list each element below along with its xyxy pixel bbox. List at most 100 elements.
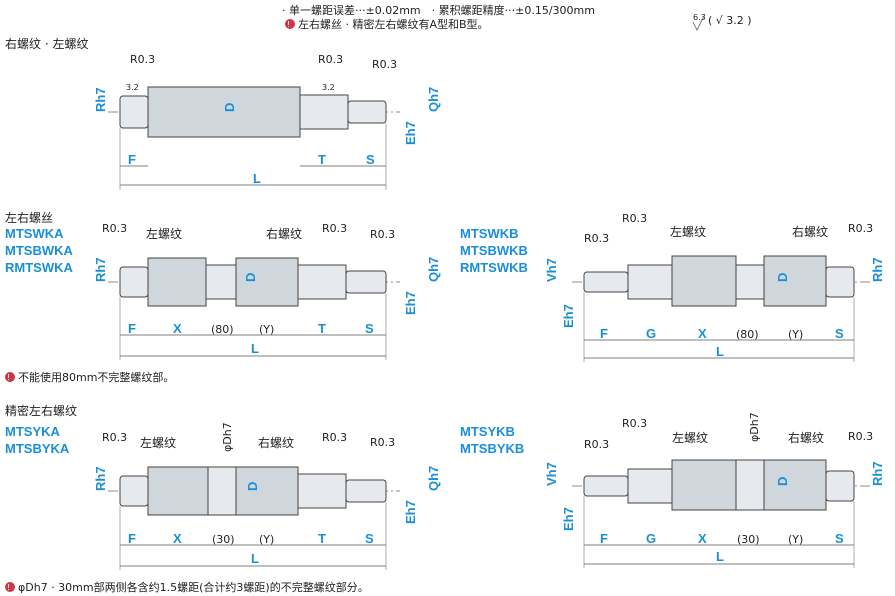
s3-label-Eh7: Eh7 bbox=[561, 304, 576, 328]
extension-lines bbox=[119, 123, 855, 570]
roughness-paren: ( √ 3.2 ) bbox=[708, 14, 752, 27]
s2-note-icon: ! bbox=[5, 372, 15, 382]
s4-r03-2: R0.3 bbox=[322, 431, 347, 444]
s2-dim-S: S bbox=[365, 321, 374, 336]
s3-dim-G: G bbox=[646, 326, 656, 341]
s5-r03-3: R0.3 bbox=[848, 430, 873, 443]
s5-dim-F: F bbox=[600, 531, 608, 546]
s3-label-Rh7: Rh7 bbox=[870, 257, 885, 282]
s5-label-D: D bbox=[775, 477, 790, 486]
section2-shaft bbox=[108, 257, 400, 307]
s4-dim-Y: (Y) bbox=[259, 533, 274, 546]
s2-r03-1: R0.3 bbox=[102, 222, 127, 235]
section4-shaft bbox=[108, 466, 400, 516]
s3-dim-L: L bbox=[716, 344, 724, 359]
s5-dim-G: G bbox=[646, 531, 656, 546]
s3-dim-F: F bbox=[600, 326, 608, 341]
s5-dim-L: L bbox=[716, 549, 724, 564]
s4-dim-X: X bbox=[173, 531, 182, 546]
s1-r03-mid: R0.3 bbox=[318, 53, 343, 66]
s4-label-Rh7: Rh7 bbox=[93, 466, 108, 491]
s5-dim-Y: (Y) bbox=[788, 533, 803, 546]
svg-text:!: ! bbox=[7, 373, 10, 382]
s5-dim-S: S bbox=[835, 531, 844, 546]
s4-label-D: D bbox=[245, 482, 260, 491]
svg-text:!: ! bbox=[7, 583, 10, 592]
s2-label-Rh7: Rh7 bbox=[93, 257, 108, 282]
section5-shaft bbox=[572, 459, 870, 511]
s5-label-Vh7: Vh7 bbox=[544, 462, 559, 486]
s1-r03-right: R0.3 bbox=[372, 58, 397, 71]
s1-rough-1: 3.2 bbox=[126, 83, 139, 92]
roughness-symbol-icon bbox=[692, 13, 706, 31]
s3-code-3: RMTSWKB bbox=[460, 260, 528, 275]
s4-dim-T: T bbox=[318, 531, 326, 546]
s2-dim-F: F bbox=[128, 321, 136, 336]
s5-right-thread: 右螺纹 bbox=[788, 430, 824, 445]
s3-right-thread: 右螺纹 bbox=[792, 224, 828, 239]
s1-dim-L: L bbox=[253, 171, 261, 186]
s4-label-Eh7: Eh7 bbox=[403, 500, 418, 524]
s4-dim-F: F bbox=[128, 531, 136, 546]
s2-note: 不能使用80mm不完整螺纹部。 bbox=[18, 370, 174, 384]
s4-dim-S: S bbox=[365, 531, 374, 546]
s5-dim-30: (30) bbox=[737, 533, 760, 546]
s5-code-2: MTSBYKB bbox=[460, 441, 524, 456]
s3-label-D: D bbox=[775, 273, 790, 282]
s1-dim-T: T bbox=[318, 152, 326, 167]
s5-left-thread: 左螺纹 bbox=[672, 430, 708, 445]
s2-dim-T: T bbox=[318, 321, 326, 336]
s2-dim-L: L bbox=[251, 341, 259, 356]
s4-right-thread: 右螺纹 bbox=[258, 435, 294, 450]
s1-label-Qh7: Qh7 bbox=[426, 87, 441, 112]
s1-dim-S: S bbox=[366, 152, 375, 167]
s5-r03-2: R0.3 bbox=[584, 438, 609, 451]
s1-label-D: D bbox=[222, 103, 237, 112]
s3-code-2: MTSBWKB bbox=[460, 243, 528, 258]
s2-label-Qh7: Qh7 bbox=[426, 257, 441, 282]
s4-label-phiDh7: φDh7 bbox=[221, 422, 234, 452]
s3-r03-1: R0.3 bbox=[622, 212, 647, 225]
s2-dim-X: X bbox=[173, 321, 182, 336]
s2-dim-80: (80) bbox=[211, 323, 234, 336]
s2-r03-3: R0.3 bbox=[370, 228, 395, 241]
section3-shaft bbox=[572, 255, 870, 307]
s3-r03-3: R0.3 bbox=[848, 222, 873, 235]
s5-label-phiDh7: φDh7 bbox=[748, 412, 761, 442]
s2-dim-Y: (Y) bbox=[259, 323, 274, 336]
section4-title: 精密左右螺纹 bbox=[5, 403, 77, 418]
s2-left-thread: 左螺纹 bbox=[146, 226, 182, 241]
s1-rough-2: 3.2 bbox=[322, 83, 335, 92]
header-tolerance-line: · 单一螺距误差···±0.02mm · 累积螺距精度···±0.15/300m… bbox=[282, 3, 595, 17]
s5-label-Rh7: Rh7 bbox=[870, 461, 885, 486]
s3-dim-80: (80) bbox=[736, 328, 759, 341]
s1-r03-left: R0.3 bbox=[130, 53, 155, 66]
svg-text:!: ! bbox=[287, 20, 290, 29]
header-note: 左右螺丝 · 精密左右螺纹有A型和B型。 bbox=[298, 17, 489, 31]
section1-title: 右螺纹 · 左螺纹 bbox=[5, 36, 88, 51]
s5-code-1: MTSYKB bbox=[460, 424, 515, 439]
s2-code-2: MTSBWKA bbox=[5, 243, 73, 258]
roughness-main: 6.3 bbox=[693, 13, 706, 22]
s4-code-2: MTSBYKA bbox=[5, 441, 70, 456]
s2-r03-2: R0.3 bbox=[322, 222, 347, 235]
s3-code-1: MTSWKB bbox=[460, 226, 519, 241]
s5-dim-X: X bbox=[698, 531, 707, 546]
section2-title: 左右螺丝 bbox=[5, 210, 53, 225]
s3-label-Vh7: Vh7 bbox=[544, 258, 559, 282]
s2-label-Eh7: Eh7 bbox=[403, 291, 418, 315]
s4-r03-3: R0.3 bbox=[370, 436, 395, 449]
s3-left-thread: 左螺纹 bbox=[670, 224, 706, 239]
s3-r03-2: R0.3 bbox=[584, 232, 609, 245]
s4-code-1: MTSYKA bbox=[5, 424, 61, 439]
s4-r03-1: R0.3 bbox=[102, 431, 127, 444]
s4-note: φDh7 · 30mm部两侧各含约1.5螺距(合计约3螺距)的不完整螺纹部分。 bbox=[18, 580, 369, 594]
s3-dim-S: S bbox=[835, 326, 844, 341]
s4-left-thread: 左螺纹 bbox=[140, 435, 176, 450]
s3-dim-X: X bbox=[698, 326, 707, 341]
s1-dim-F: F bbox=[128, 152, 136, 167]
s2-right-thread: 右螺纹 bbox=[266, 226, 302, 241]
s5-r03-1: R0.3 bbox=[622, 417, 647, 430]
s2-label-D: D bbox=[243, 273, 258, 282]
